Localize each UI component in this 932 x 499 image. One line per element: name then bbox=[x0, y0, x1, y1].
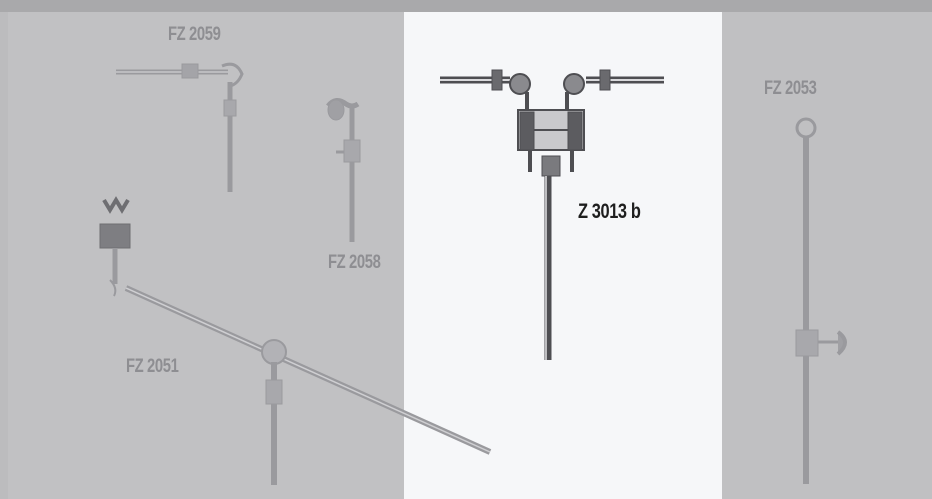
part-label-fz2059: FZ 2059 bbox=[168, 24, 221, 45]
part-fz2059-drawing bbox=[116, 62, 244, 192]
part-fz2053-drawing bbox=[795, 117, 847, 484]
top-strip bbox=[0, 0, 932, 12]
highlight-panel bbox=[404, 12, 722, 499]
part-z3013b-drawing bbox=[440, 69, 664, 360]
part-label-z3013b: Z 3013 b bbox=[578, 200, 641, 223]
part-fz2051-drawing bbox=[99, 196, 492, 485]
part-label-fz2058: FZ 2058 bbox=[328, 252, 381, 273]
part-fz2058-drawing bbox=[326, 98, 361, 242]
right-panel bbox=[722, 12, 932, 499]
part-label-fz2051: FZ 2051 bbox=[126, 356, 179, 377]
left-panel bbox=[8, 12, 404, 499]
part-label-fz2053: FZ 2053 bbox=[764, 78, 817, 99]
